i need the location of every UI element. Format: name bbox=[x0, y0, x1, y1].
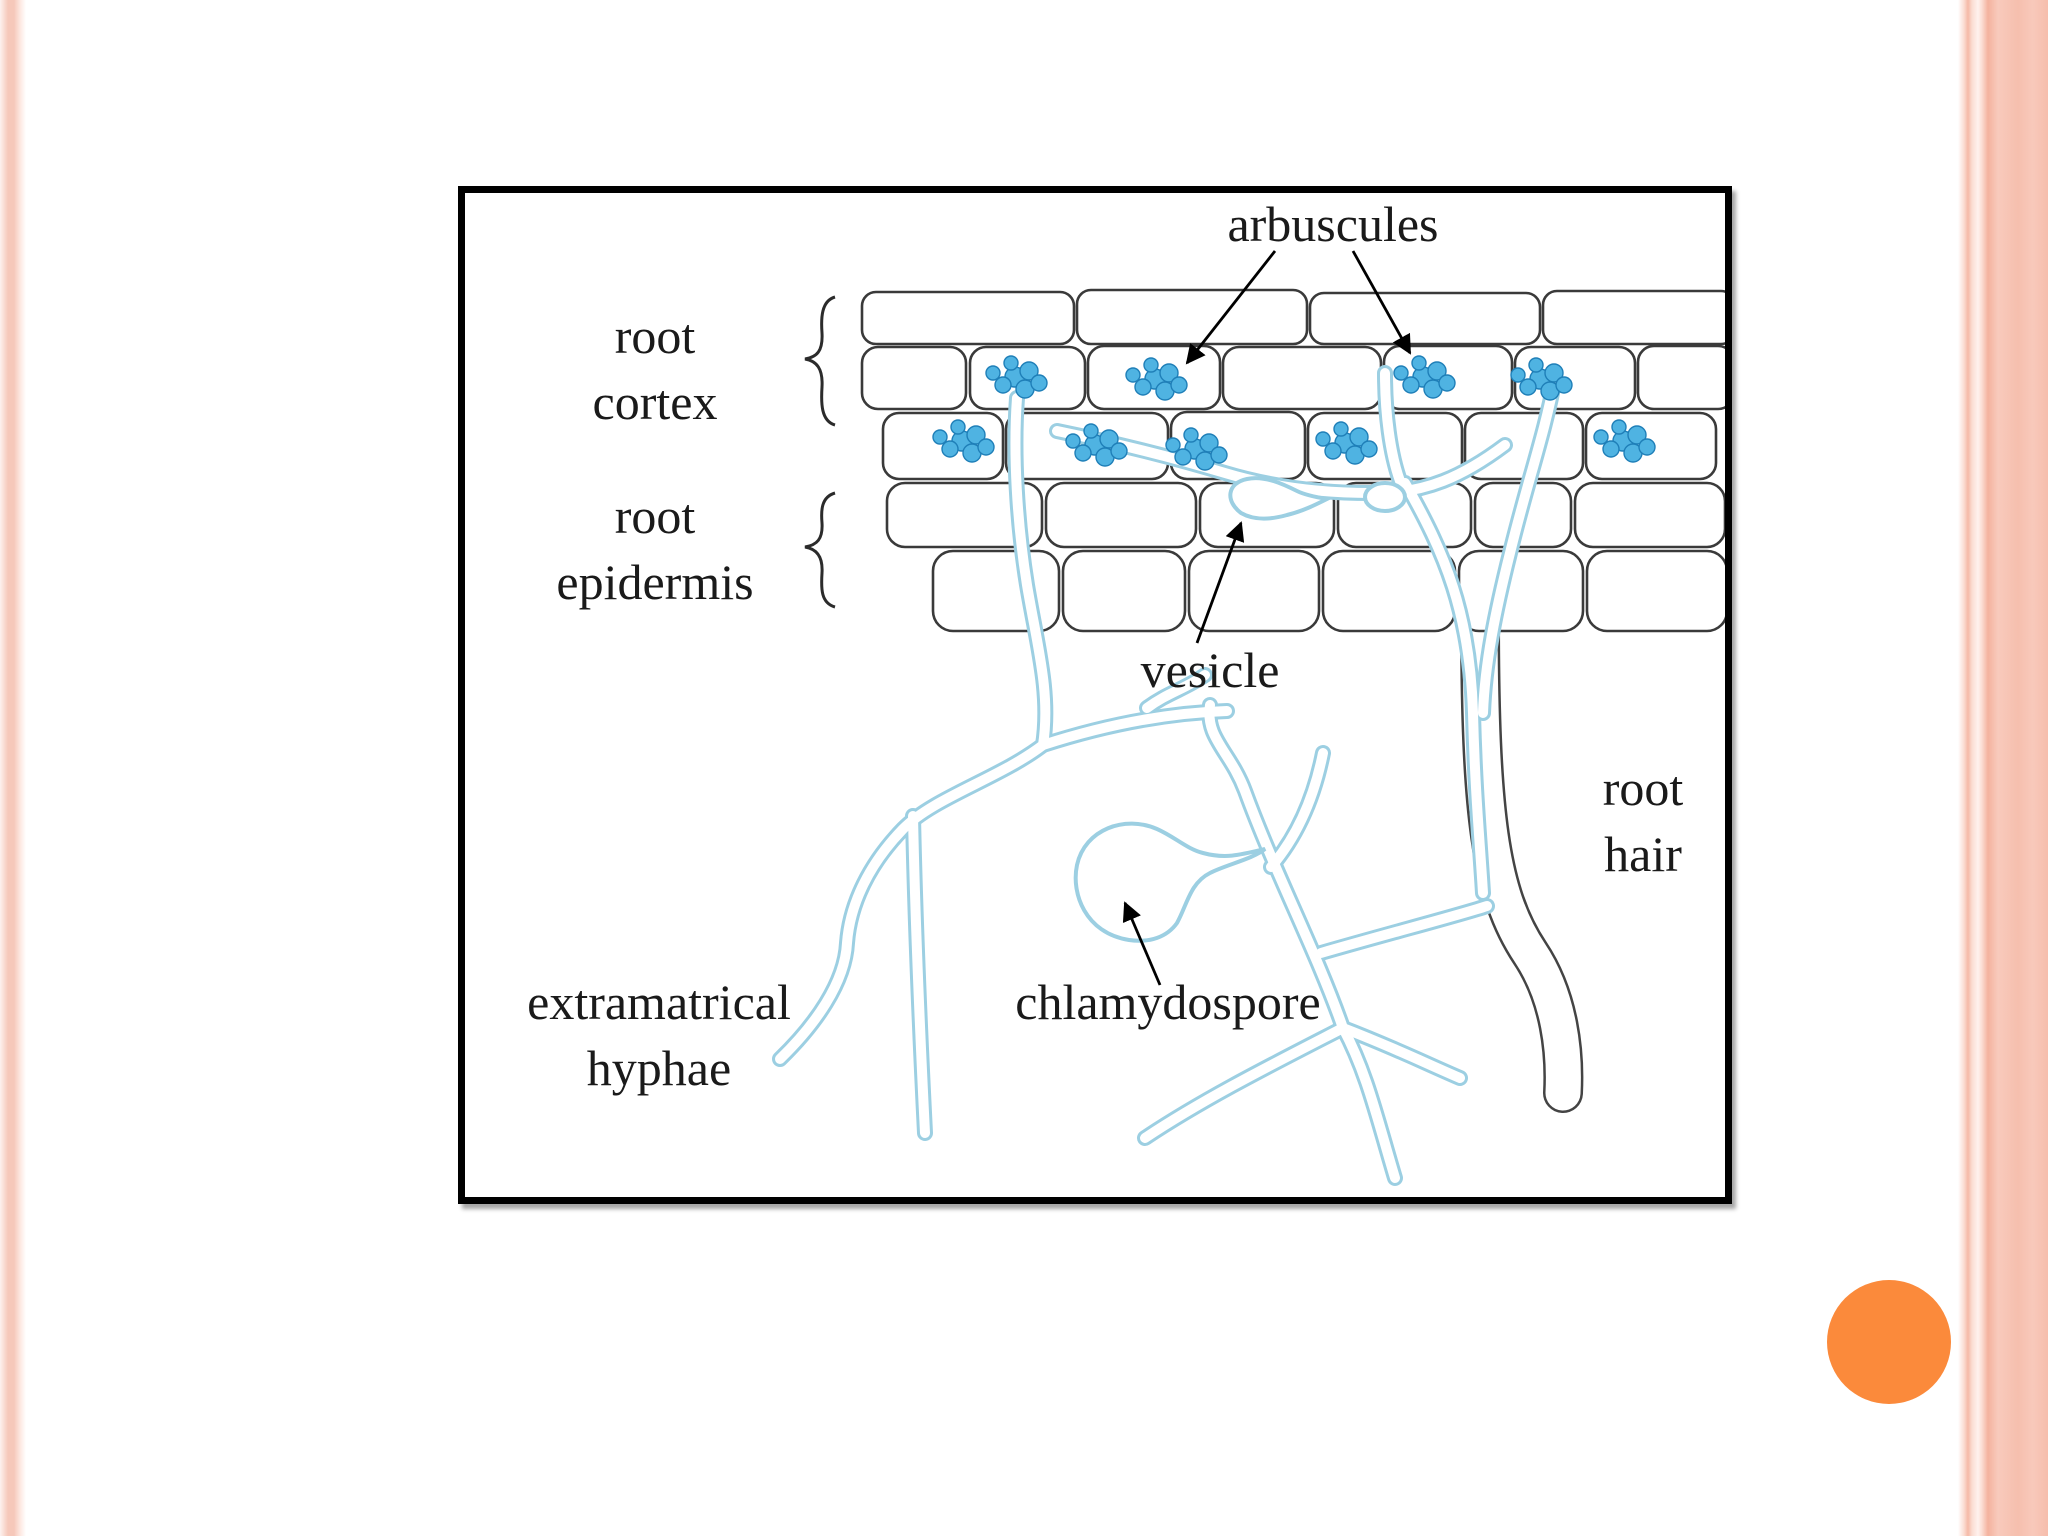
slide-accent-dot bbox=[1827, 1280, 1951, 1404]
mycorrhiza-diagram: arbuscules root cortex root epidermis ve… bbox=[527, 196, 1725, 1186]
label-root-cortex-2: cortex bbox=[593, 374, 718, 430]
arbuscules-clusters bbox=[932, 355, 1656, 471]
mycorrhiza-diagram-frame: arbuscules root cortex root epidermis ve… bbox=[458, 186, 1732, 1204]
label-extramatrical-1: extramatrical bbox=[527, 974, 791, 1030]
slide-right-border bbox=[1958, 0, 2048, 1536]
label-arrows bbox=[1122, 250, 1412, 986]
label-root-hair-1: root bbox=[1603, 760, 1684, 816]
label-extramatrical-2: hyphae bbox=[587, 1040, 731, 1096]
label-root-epidermis-1: root bbox=[615, 488, 696, 544]
label-vesicle: vesicle bbox=[1141, 642, 1280, 698]
label-arbuscules: arbuscules bbox=[1227, 196, 1438, 252]
cortex-cells bbox=[860, 288, 1725, 481]
label-root-hair-2: hair bbox=[1604, 826, 1682, 882]
label-root-cortex-1: root bbox=[615, 308, 696, 364]
brace-marks bbox=[804, 295, 836, 609]
label-root-epidermis-2: epidermis bbox=[556, 554, 753, 610]
root-hair bbox=[1460, 593, 1584, 1113]
label-chlamydospore: chlamydospore bbox=[1015, 974, 1320, 1030]
vesicles bbox=[1228, 476, 1407, 521]
chlamydospore-shape bbox=[1073, 821, 1267, 943]
epidermis-cells bbox=[885, 481, 1725, 633]
slide-left-border bbox=[0, 0, 26, 1536]
